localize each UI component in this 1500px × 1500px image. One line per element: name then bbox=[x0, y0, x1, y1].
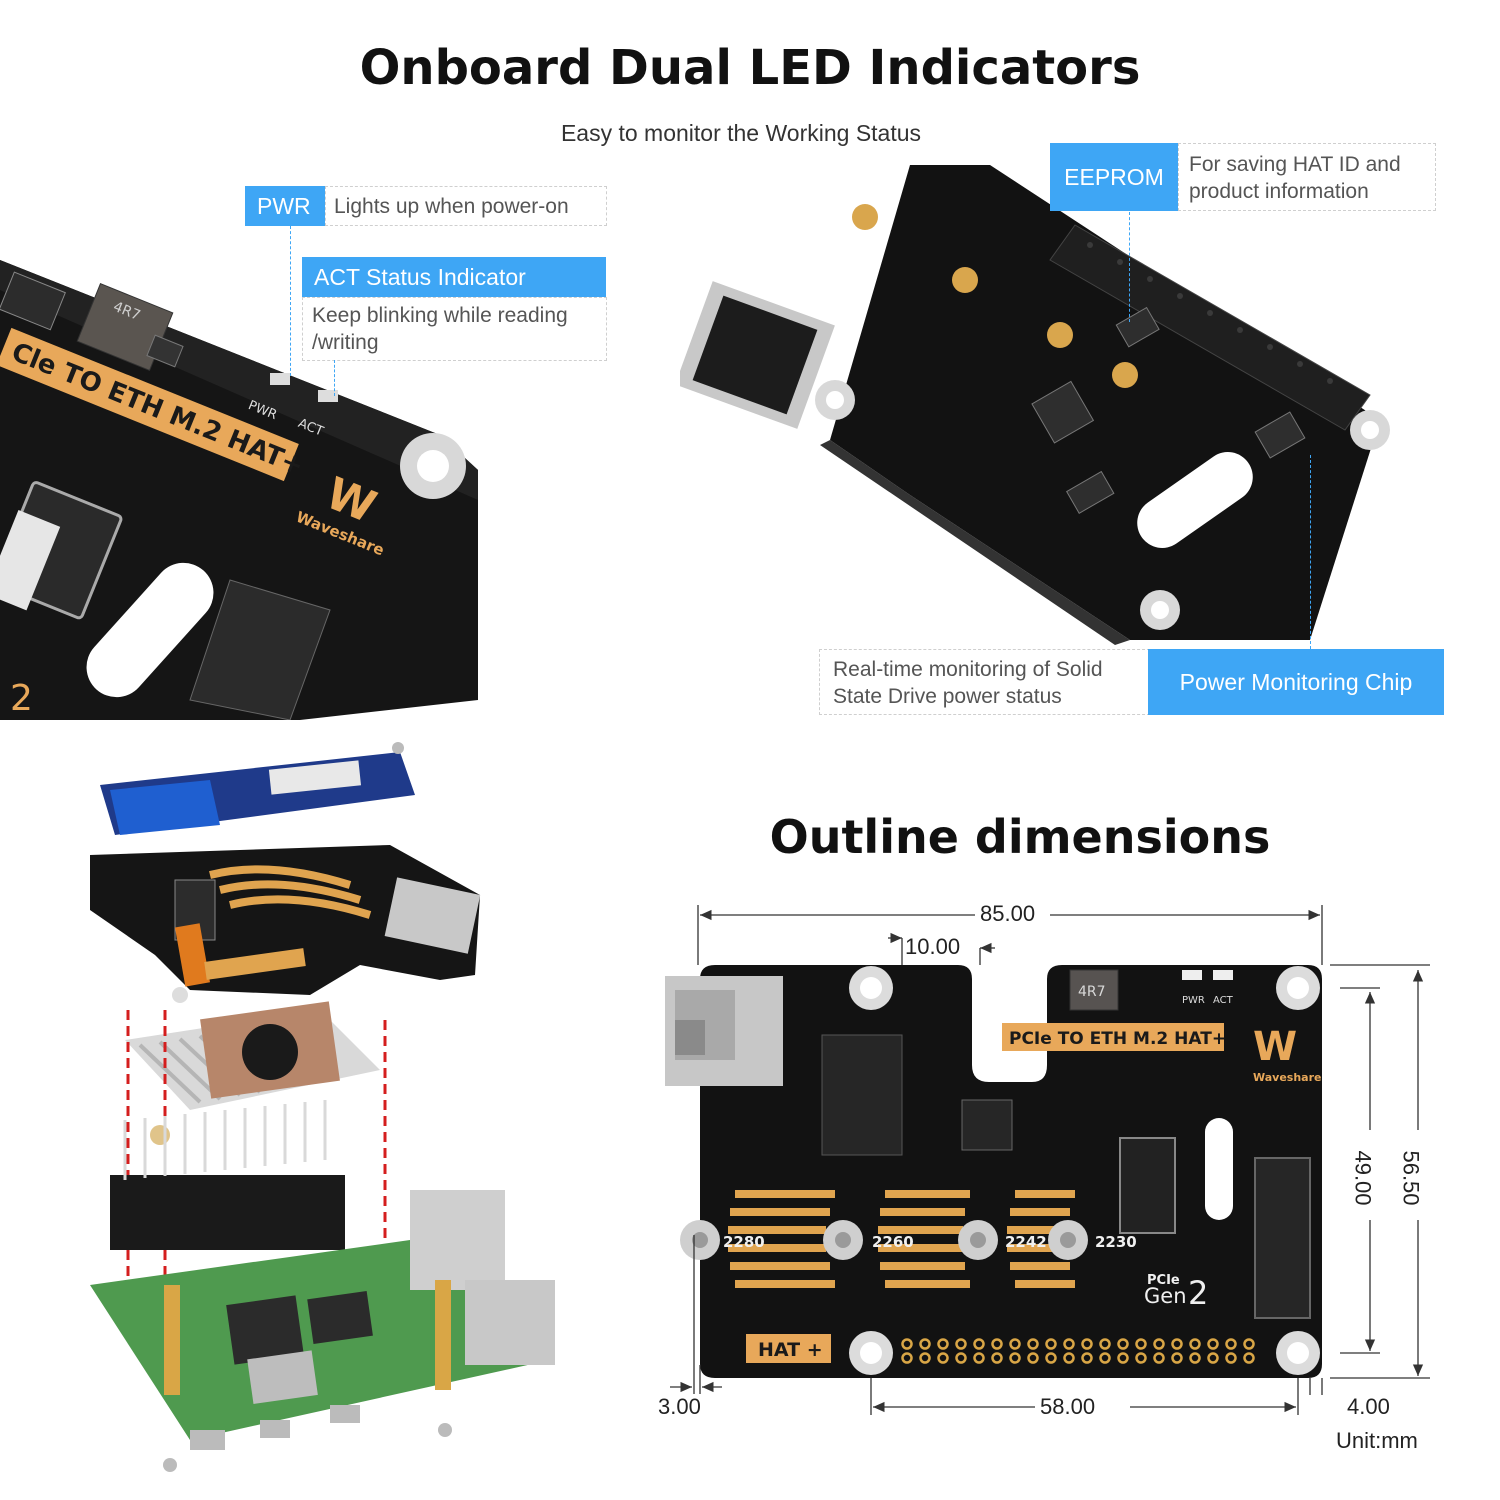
dim-pwr-silk: PWR bbox=[1182, 995, 1205, 1006]
page-title: Onboard Dual LED Indicators bbox=[359, 40, 1141, 96]
size-2230: 2230 bbox=[1095, 1233, 1137, 1251]
power-chip-callout: Real-time monitoring of Solid State Driv… bbox=[819, 649, 1150, 715]
gpio-pad bbox=[919, 1338, 931, 1350]
m2-length-stripes bbox=[728, 1190, 1075, 1288]
svg-text:2: 2 bbox=[10, 678, 33, 719]
gpio-pad bbox=[1099, 1338, 1111, 1350]
eeprom-callout: For saving HAT ID and product informatio… bbox=[1178, 143, 1436, 211]
gpio-pad bbox=[1063, 1338, 1075, 1350]
gen-number: 2 bbox=[1188, 1274, 1208, 1312]
hat-plus-label: HAT + bbox=[758, 1339, 823, 1361]
gpio-pad bbox=[1045, 1338, 1057, 1350]
dim-act-silk: ACT bbox=[1213, 995, 1234, 1006]
dim-left-offset: 3.00 bbox=[656, 1394, 703, 1420]
dim-brand: Waveshare bbox=[1253, 1071, 1321, 1084]
pwr-tag: PWR bbox=[245, 186, 325, 226]
size-2260: 2260 bbox=[872, 1233, 914, 1251]
gen-label: Gen bbox=[1144, 1284, 1187, 1308]
gpio-pad bbox=[1153, 1352, 1165, 1364]
power-chip-description-1: Real-time monitoring of Solid bbox=[833, 658, 1103, 681]
dim-notch: 10.00 bbox=[903, 934, 963, 960]
gpio-pad bbox=[937, 1352, 949, 1364]
gpio-pad bbox=[1081, 1352, 1093, 1364]
gpio-pad bbox=[1009, 1352, 1021, 1364]
power-chip-description-2: State Drive power status bbox=[833, 685, 1062, 708]
act-tag: ACT Status Indicator bbox=[302, 257, 606, 297]
dim-right-offset: 4.00 bbox=[1345, 1394, 1392, 1420]
mount-hole-icon bbox=[849, 966, 1320, 1375]
act-leader-line bbox=[334, 360, 335, 396]
power-chip-tag: Power Monitoring Chip bbox=[1148, 649, 1444, 715]
gpio-pad bbox=[1207, 1338, 1219, 1350]
dim-hole-span: 58.00 bbox=[1038, 1394, 1098, 1420]
gpio-pad bbox=[973, 1338, 985, 1350]
eeprom-description-1: For saving HAT ID and bbox=[1189, 153, 1401, 176]
gpio-pad bbox=[1189, 1352, 1201, 1364]
gpio-pad bbox=[1009, 1338, 1021, 1350]
gpio-pad bbox=[1189, 1338, 1201, 1350]
gpio-pad bbox=[1225, 1338, 1237, 1350]
gpio-pad bbox=[901, 1338, 913, 1350]
gpio-pad bbox=[1081, 1338, 1093, 1350]
gpio-pad bbox=[1063, 1352, 1075, 1364]
inductor bbox=[1069, 969, 1119, 1011]
page-subtitle: Easy to monitor the Working Status bbox=[560, 120, 922, 146]
eeprom-tag: EEPROM bbox=[1050, 143, 1178, 211]
gpio-pad bbox=[955, 1352, 967, 1364]
gpio-pad bbox=[1243, 1352, 1255, 1364]
dim-height-inner: 49.00 bbox=[1349, 1148, 1376, 1208]
gpio-pad bbox=[1171, 1338, 1183, 1350]
gpio-pad bbox=[1243, 1338, 1255, 1350]
gpio-pad bbox=[919, 1352, 931, 1364]
eeprom-leader-line bbox=[1129, 212, 1130, 322]
dim-height-total: 56.50 bbox=[1397, 1148, 1424, 1208]
pwr-led bbox=[270, 373, 290, 385]
act-led bbox=[318, 390, 338, 402]
board-back-photo bbox=[680, 165, 1390, 645]
act-description-2: /writing bbox=[312, 331, 379, 354]
gpio-pad bbox=[1207, 1352, 1219, 1364]
standoff-icon bbox=[680, 1220, 1088, 1260]
pwr-leader-line bbox=[290, 226, 291, 376]
size-2280: 2280 bbox=[723, 1233, 765, 1251]
gpio-pad bbox=[937, 1338, 949, 1350]
gpio-pad bbox=[1045, 1352, 1057, 1364]
gpio-pad bbox=[1171, 1352, 1183, 1364]
size-2242: 2242 bbox=[1005, 1233, 1047, 1251]
gpio-pad bbox=[1027, 1352, 1039, 1364]
inductor-label-2: 4R7 bbox=[1078, 984, 1106, 1000]
gpio-pad bbox=[1153, 1338, 1165, 1350]
dim-width-total: 85.00 bbox=[978, 901, 1038, 927]
pcie-label: PCIe bbox=[1147, 1273, 1180, 1288]
gpio-pad bbox=[1225, 1352, 1237, 1364]
gpio-pad bbox=[991, 1338, 1003, 1350]
gpio-pad bbox=[955, 1338, 967, 1350]
gpio-pad bbox=[1117, 1338, 1129, 1350]
gpio-pad bbox=[1135, 1352, 1147, 1364]
gpio-pad bbox=[973, 1352, 985, 1364]
gpio-pad bbox=[1027, 1338, 1039, 1350]
power-chip-leader-line bbox=[1310, 455, 1311, 649]
waveshare-logo-icon: W bbox=[1253, 1024, 1297, 1070]
gpio-pad bbox=[1099, 1352, 1111, 1364]
act-callout: Keep blinking while reading /writing bbox=[302, 297, 607, 361]
dimensions-title: Outline dimensions bbox=[769, 810, 1271, 864]
closeup-board-photo: 4R7 PWR ACT Cle TO ETH M.2 HAT+ W Wavesh… bbox=[0, 260, 478, 720]
gpio-pad bbox=[1117, 1352, 1129, 1364]
dimension-drawing: 4R7 PWR ACT PCIe TO ETH M.2 HAT+ W Waves… bbox=[665, 905, 1430, 1415]
gpio-pad bbox=[991, 1352, 1003, 1364]
dim-unit: Unit:mm bbox=[1334, 1428, 1420, 1454]
pwr-callout: Lights up when power-on bbox=[325, 186, 607, 226]
gpio-pad bbox=[1135, 1338, 1147, 1350]
gpio-pad bbox=[901, 1352, 913, 1364]
dim-silkscreen: PCIe TO ETH M.2 HAT+ bbox=[1009, 1029, 1226, 1049]
act-description-1: Keep blinking while reading bbox=[312, 304, 568, 327]
pwr-description: Lights up when power-on bbox=[334, 195, 569, 218]
eeprom-description-2: product information bbox=[1189, 180, 1369, 203]
assembly-photo bbox=[90, 742, 555, 1472]
gpio-pads bbox=[901, 1338, 1255, 1364]
